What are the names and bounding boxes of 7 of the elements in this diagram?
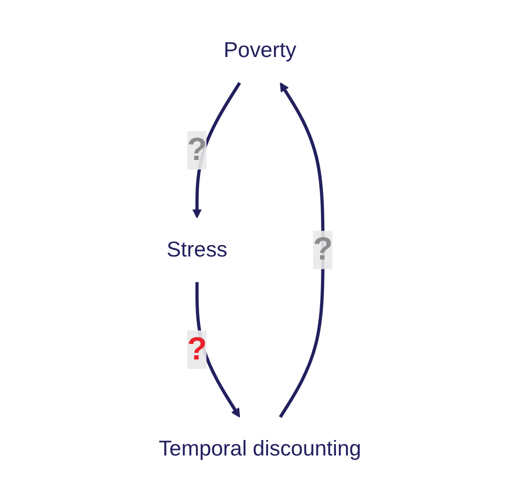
- node-text: Stress: [166, 238, 227, 262]
- node-text: Poverty: [223, 38, 296, 62]
- edge-label: ?: [186, 132, 206, 168]
- node-text: Temporal discounting: [158, 437, 361, 462]
- edge-label: ?: [186, 331, 206, 367]
- edge-label: ?: [312, 232, 332, 268]
- arrow: [278, 82, 324, 418]
